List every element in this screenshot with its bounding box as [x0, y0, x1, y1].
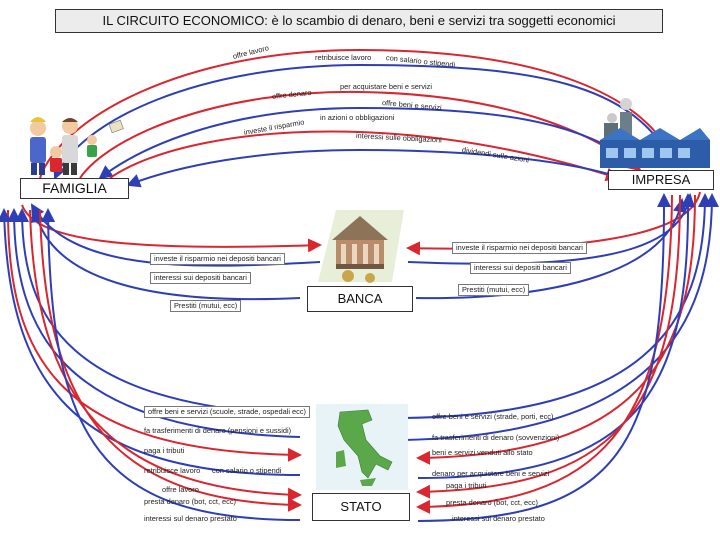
flow-label-stato: presta denaro (bot, cct, ecc)	[446, 498, 539, 507]
impresa-label: IMPRESA	[608, 170, 714, 190]
arrow-investe	[109, 130, 620, 182]
flow-label-stato: offre beni e servizi (strade, porti, ecc…	[432, 412, 554, 421]
arrow-imp-stato-presta	[416, 194, 673, 514]
arrow-stato-fam-retr	[0, 208, 301, 476]
arrow-stato-imp-denaro	[417, 193, 696, 479]
banca-label: BANCA	[307, 286, 413, 312]
arrow-imp-bank-risparmio	[406, 191, 701, 256]
flow-label-bank: interessi sui depositi bancari	[470, 262, 571, 274]
flow-label-bank: Prestiti (mutui, ecc)	[170, 300, 242, 312]
arrow-stato-imp-1	[403, 193, 712, 419]
flow-label-stato: retribuisce lavoro	[144, 466, 201, 475]
flow-label-bank: investe il risparmio nei depositi bancar…	[452, 242, 587, 254]
flow-label: in azioni o obbligazioni	[320, 113, 395, 122]
flow-label-stato: beni e servizi venduti allo stato	[432, 448, 533, 457]
flow-label: per acquistare beni e servizi	[340, 82, 433, 91]
factory-illustration	[600, 98, 710, 168]
flow-label-stato: denaro per acquistare beni e servizi	[432, 469, 550, 478]
flow-label-stato: interessi sul denaro prestato	[452, 514, 545, 523]
arrow-stato-imp-interessi	[417, 193, 672, 522]
stato-label: STATO	[312, 493, 410, 521]
flow-label-stato: fa trasferimenti di denaro (pensioni e s…	[144, 426, 292, 435]
flow-label: retribuisce lavoro	[315, 53, 372, 62]
arrow-fam-stato-lavoro	[29, 209, 302, 502]
flow-label-bank: investe il risparmio nei depositi bancar…	[150, 253, 285, 265]
flow-label-bank: interessi sui depositi bancari	[150, 272, 251, 284]
flow-label-stato: offre lavoro	[162, 485, 199, 494]
arrow-imp-stato-beni	[416, 194, 696, 465]
flow-label-stato: con salario o stipendi	[212, 466, 282, 475]
arrow-stato-fam-2	[7, 208, 301, 438]
arrow-interessi	[126, 148, 613, 188]
flow-label-stato: paga i tributi	[446, 481, 487, 490]
arrow-stato-fam-interessi	[41, 208, 301, 521]
bank-illustration	[318, 210, 404, 283]
arrow-fam-stato-tributi	[7, 209, 302, 462]
flow-label-stato: offre beni e servizi (scuole, strade, os…	[144, 406, 311, 418]
arrow-fam-bank-risparmio	[21, 204, 322, 253]
flow-label-stato: interessi sul denaro prestato	[144, 514, 237, 523]
famiglia-label: FAMIGLIA	[20, 178, 129, 199]
family-illustration	[30, 117, 124, 175]
arrow-fam-stato-presta	[39, 209, 302, 512]
page-title: IL CIRCUITO ECONOMICO: è lo scambio di d…	[55, 9, 663, 33]
arrow-offre-beni	[98, 106, 638, 180]
arrow-stato-fam-1	[15, 208, 301, 416]
flow-label-stato: fa trasferimenti di denaro (sovvenzioni)	[432, 433, 560, 442]
flow-label-stato: paga i tributi	[144, 446, 185, 455]
arrow-bank-fam-prestiti	[30, 208, 301, 301]
flow-label-bank: Prestiti (mutui, ecc)	[458, 284, 530, 296]
arrow-retribuisce	[53, 63, 673, 180]
italy-map-illustration	[316, 404, 408, 490]
flow-label-stato: presta denaro (bot, cct, ecc)	[144, 497, 237, 506]
